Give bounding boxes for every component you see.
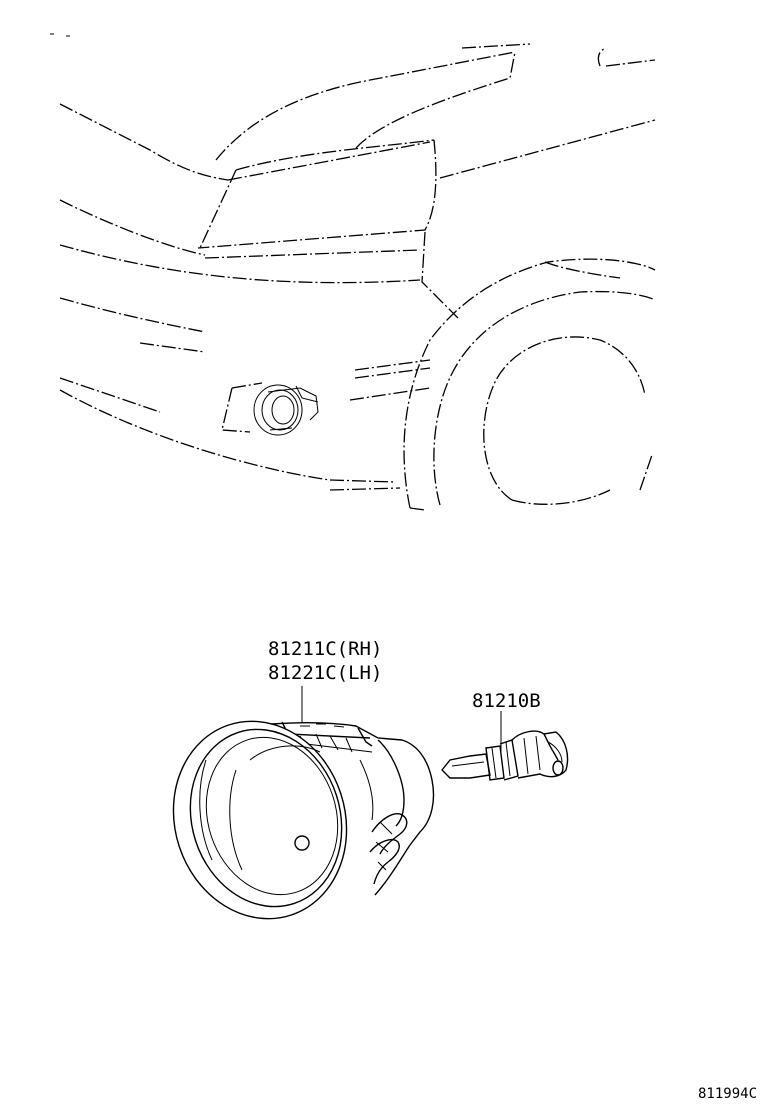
vehicle-front-illustration: [50, 33, 656, 511]
fog-lamp-location: [221, 382, 319, 436]
fog-lamp-assembly-drawing: [172, 720, 435, 920]
fog-lamp-bulb-drawing: [441, 730, 569, 781]
part-number-label-bulb: 81210B: [472, 690, 541, 712]
illustration-reference-code: 811994C: [698, 1086, 758, 1102]
leader-lines: [301, 686, 502, 752]
part-number-label-lh: 81221C(LH): [268, 662, 383, 684]
part-number-label-rh: 81211C(RH): [268, 638, 383, 660]
